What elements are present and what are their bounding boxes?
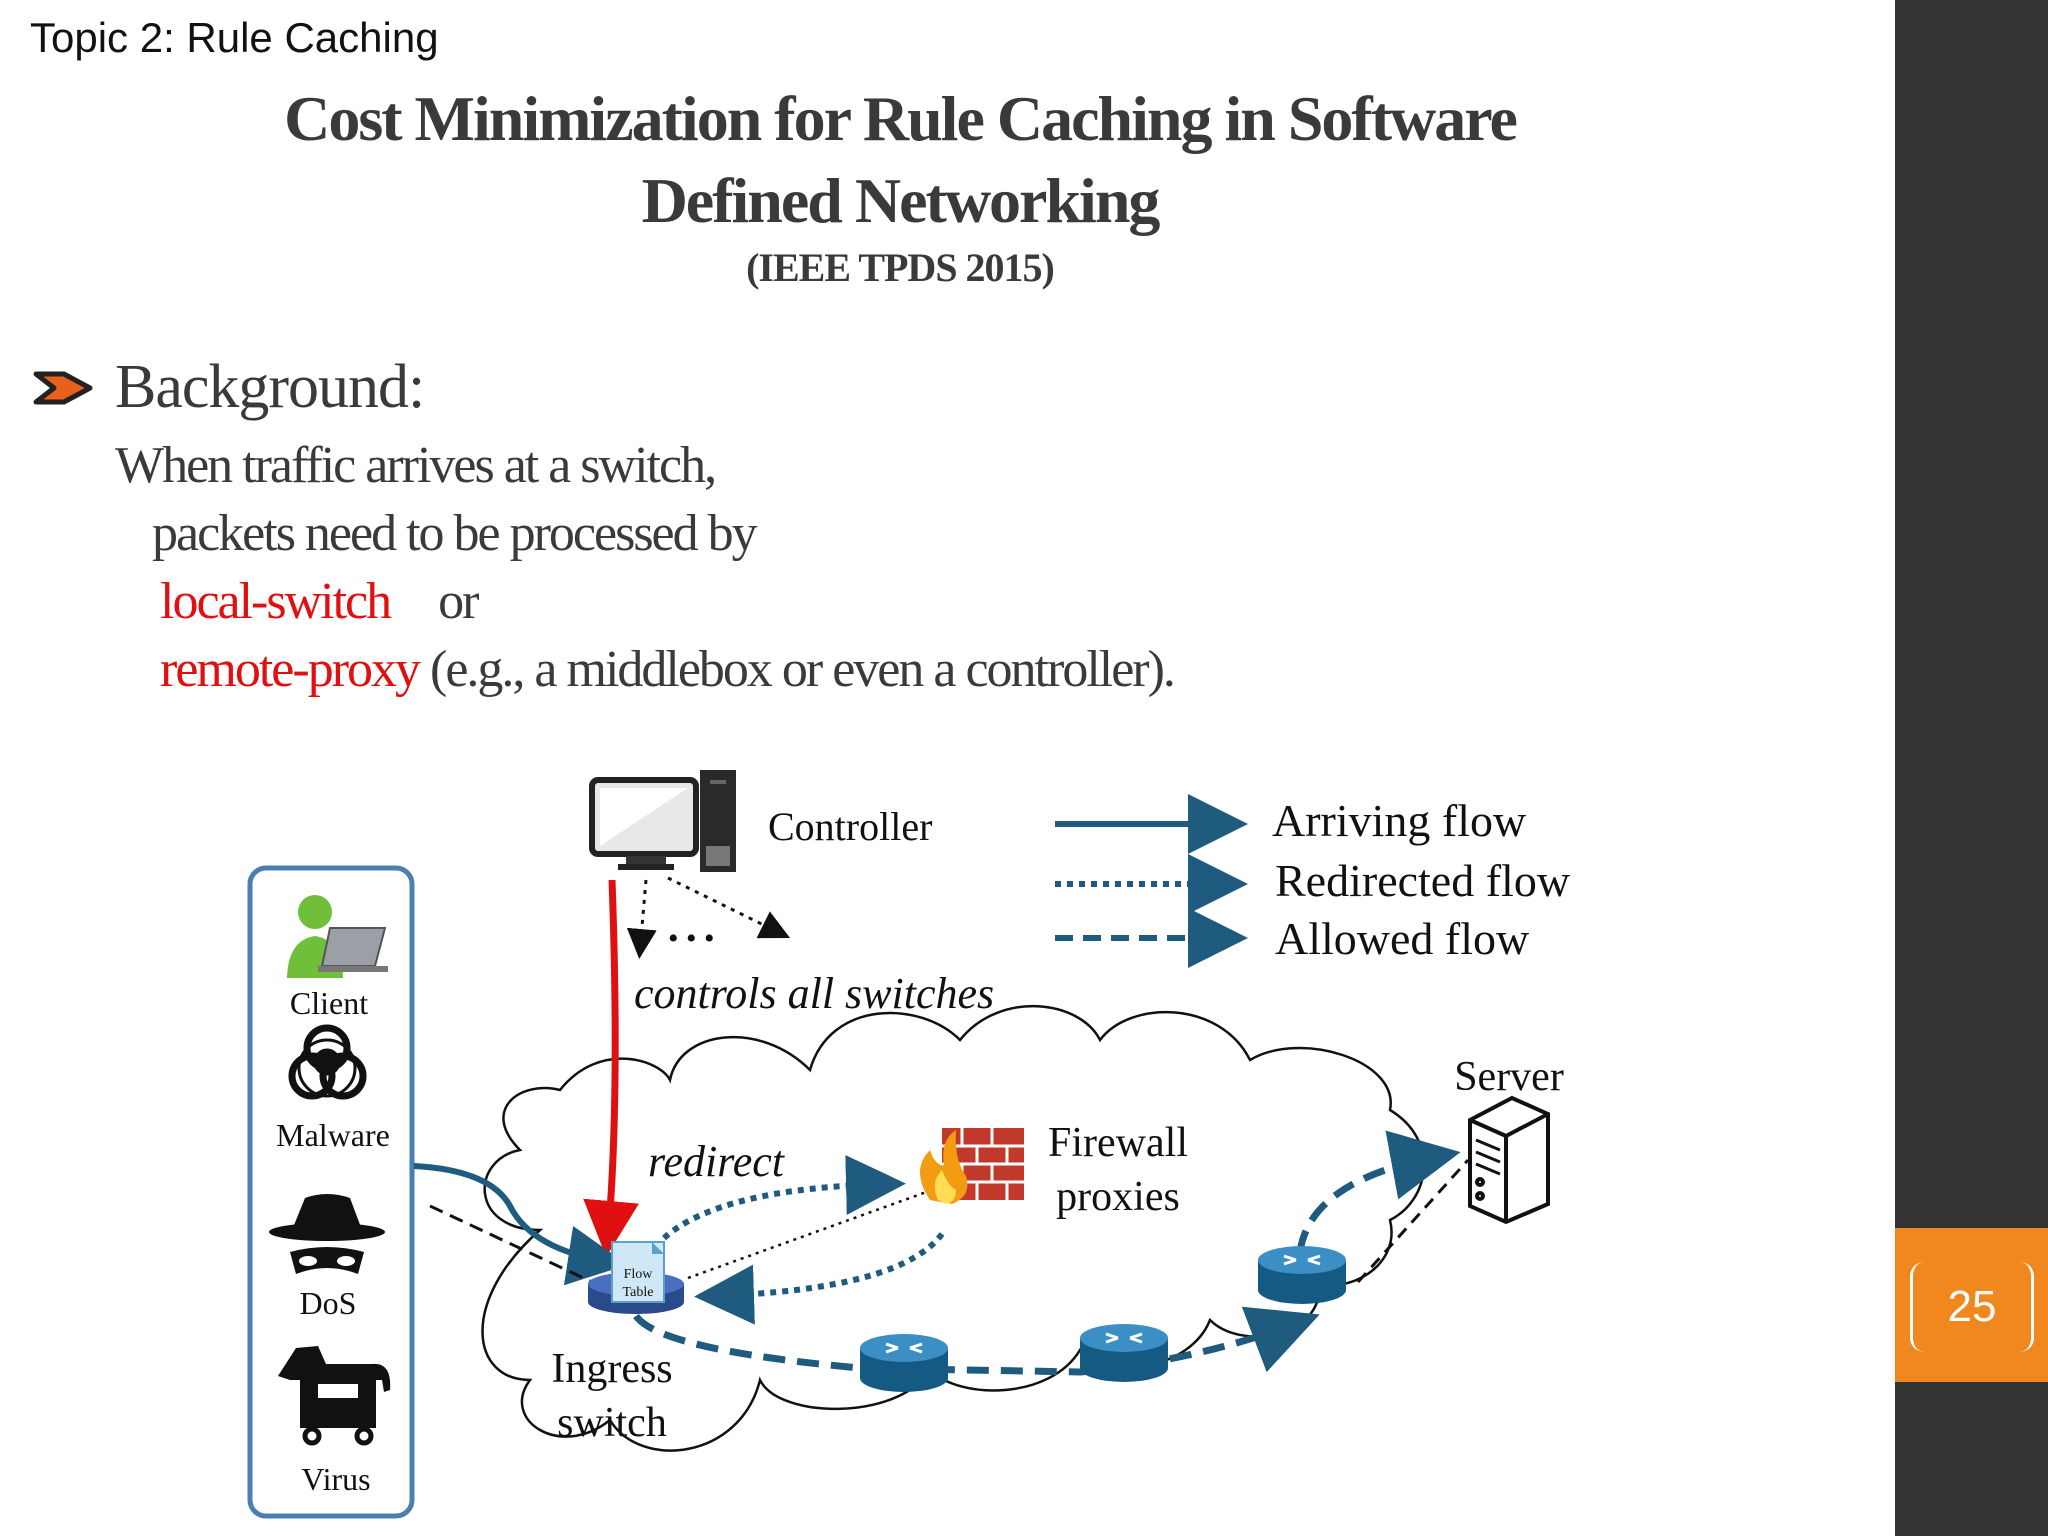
remote-proxy-term: remote-proxy: [160, 641, 421, 698]
ingress-label-line1: Ingress: [551, 1346, 672, 1392]
source-box: [247, 865, 415, 1519]
chevron-bullet-icon: [33, 371, 93, 405]
controller-arrow-right: [667, 876, 791, 939]
remote-proxy-tail: (e.g., a middlebox or even a controller)…: [430, 641, 1176, 698]
malware-label: Malware: [276, 1117, 390, 1153]
controls-label: controls all switches: [634, 969, 994, 1018]
server-icon: [1468, 1095, 1550, 1225]
router-to-server-dashed: [1356, 1158, 1470, 1284]
or-word: or: [438, 573, 479, 630]
router-icon: [1258, 1246, 1346, 1304]
redirect-out-arrow: [662, 1155, 906, 1241]
monitor-icon: [589, 777, 699, 870]
source-to-switch-dashed: [429, 1204, 593, 1284]
router-icon: [860, 1334, 948, 1392]
legend-arriving-label: Arriving flow: [1272, 795, 1527, 846]
switch-to-firewall-dotted: [687, 1188, 933, 1280]
biohazard-icon: [288, 1024, 367, 1100]
ingress-label-line2: switch: [557, 1400, 667, 1446]
redirect-label: redirect: [648, 1137, 786, 1186]
background-heading: Background:: [115, 353, 425, 421]
legend-allowed-label: Allowed flow: [1275, 913, 1530, 964]
virus-label: Virus: [301, 1461, 370, 1497]
sdn-diagram: Client Malware DoS Virus: [247, 770, 1571, 1519]
client-label: Client: [290, 985, 368, 1021]
firewall-icon: [920, 1128, 1024, 1204]
trojan-horse-icon: [278, 1346, 391, 1446]
allowed-flow-to-server: [1296, 1130, 1461, 1253]
background-line-1: When traffic arrives at a switch,: [115, 437, 717, 494]
client-person-icon: [287, 895, 388, 978]
controller-label: Controller: [768, 804, 932, 849]
dos-label: DoS: [300, 1285, 357, 1321]
firewall-label-line1: Firewall: [1048, 1120, 1188, 1166]
topic-label: Topic 2: Rule Caching: [30, 14, 439, 61]
background-line-4: remote-proxy (e.g., a middlebox or even …: [160, 640, 1176, 699]
title-line-2: Defined Networking: [641, 165, 1161, 236]
pc-tower-icon: [700, 770, 736, 872]
venue-label: (IEEE TPDS 2015): [746, 245, 1055, 290]
slide: Topic 2: Rule Caching Cost Minimization …: [30, 14, 1571, 1519]
flow-table-line1: Flow: [624, 1267, 654, 1282]
router-icon: [1080, 1324, 1168, 1382]
firewall-label-line2: proxies: [1056, 1174, 1180, 1220]
flow-table-line2: Table: [623, 1285, 654, 1300]
local-switch-term: local-switch: [160, 573, 392, 630]
background-line-3: local-switch or: [160, 572, 479, 631]
page-number-box: [1895, 1228, 2048, 1382]
allowed-flow-arrow: [633, 1306, 1320, 1376]
arriving-flow-arrow: [413, 1163, 628, 1286]
server-label: Server: [1454, 1054, 1564, 1100]
controller-to-switch-arrow: [583, 879, 639, 1257]
background-line-2: packets need to be processed by: [152, 505, 758, 562]
title-line-1: Cost Minimization for Rule Caching in So…: [284, 83, 1518, 154]
controller-arrow-down: [626, 879, 657, 959]
legend-redirected-label: Redirected flow: [1275, 855, 1571, 906]
page-number: 25: [1910, 1262, 2034, 1352]
ingress-switch-icon: [588, 1241, 684, 1314]
hacker-icon: [269, 1194, 385, 1274]
ellipsis-label: • • •: [668, 922, 715, 955]
